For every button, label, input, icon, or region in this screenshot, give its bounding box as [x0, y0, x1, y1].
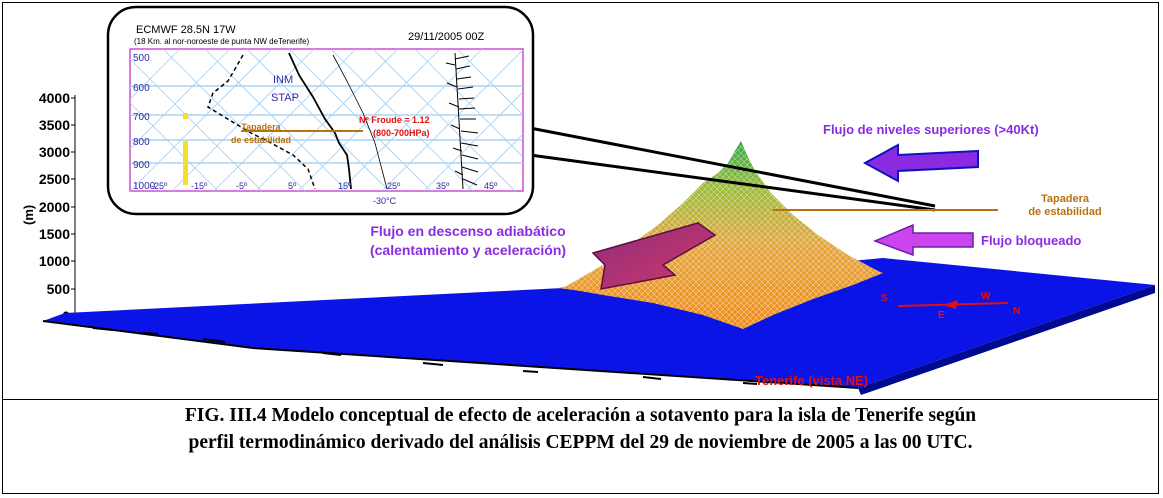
- y-tick-3500: 3500: [39, 117, 70, 133]
- upper-flow-label: Flujo de niveles superiores (>40Kt): [823, 122, 1039, 137]
- pressure-800: 800: [133, 137, 150, 148]
- stability-cap-label-2: de estabilidad: [1028, 206, 1101, 218]
- sounding-header-left: ECMWF 28.5N 17W: [136, 24, 236, 36]
- pressure-900: 900: [133, 160, 150, 171]
- sounding-header-sub: (18 Km. al nor-noroeste de punta NW deTe…: [134, 37, 310, 46]
- compass-n: N: [1013, 306, 1020, 317]
- sounding-org-2: STAP: [271, 92, 299, 104]
- temp-tick-45: 45º: [484, 181, 498, 191]
- upper-flow-arrow: [862, 143, 979, 183]
- temp-tick-15: 15º: [338, 181, 352, 191]
- temp-tick-m5: -5º: [236, 181, 248, 191]
- temp-tick-m25: -25º: [151, 181, 168, 191]
- caption-line-2: perfil termodinámico derivado del anális…: [188, 432, 973, 453]
- blocked-flow-arrow: [872, 223, 974, 257]
- y-tick-4000: 4000: [39, 90, 70, 106]
- sounding-inset: ECMWF 28.5N 17W (18 Km. al nor-noroeste …: [106, 5, 535, 216]
- compass-rose: S W E N: [881, 291, 1020, 321]
- caption-box: FIG. III.4 Modelo conceptual de efecto d…: [2, 399, 1159, 494]
- temp-tick-5: 5º: [288, 181, 297, 191]
- compass-w: W: [981, 291, 991, 302]
- sounding-header-date: 29/11/2005 00Z: [408, 31, 485, 43]
- pressure-1000: 1000: [133, 181, 156, 192]
- y-tick-3000: 3000: [39, 144, 70, 160]
- froude-number: Nº Froude = 1.12: [359, 115, 430, 125]
- sounding-org-1: INM: [273, 74, 293, 86]
- pressure-700: 700: [133, 112, 150, 123]
- froude-layer: (800-700HPa): [373, 128, 430, 138]
- descending-flow-arrow: [591, 222, 717, 290]
- pressure-500: 500: [133, 53, 150, 64]
- temp-note: -30°C: [373, 196, 397, 206]
- y-tick-1000: 1000: [39, 253, 70, 269]
- caption-line-1: FIG. III.4 Modelo conceptual de efecto d…: [184, 405, 977, 426]
- y-axis: 4000 3500 3000 2500 2000 1500 1000 500 0…: [21, 90, 76, 324]
- compass-s: S: [881, 293, 888, 304]
- figure-caption: FIG. III.4 Modelo conceptual de efecto d…: [2, 402, 1159, 456]
- sea-plane: [42, 258, 1155, 395]
- descent-label-2: (calentamiento y aceleración): [370, 242, 566, 258]
- island-name-label: Tenerife (vista NE): [755, 373, 868, 388]
- temp-tick-25: 25º: [387, 181, 401, 191]
- blocked-flow-label: Flujo bloqueado: [981, 233, 1081, 248]
- sounding-connector-lines: [529, 126, 936, 212]
- stability-cap-label-1: Tapadera: [1041, 193, 1090, 205]
- temp-tick-m15: -15º: [191, 181, 208, 191]
- descent-label-1: Flujo en descenso adiabático: [370, 223, 565, 239]
- sounding-tapadera-2: de estabilidad: [231, 135, 291, 145]
- sounding-tapadera-1: Tapadera: [241, 122, 281, 132]
- pressure-600: 600: [133, 83, 150, 94]
- y-tick-500: 500: [47, 281, 71, 297]
- compass-e: E: [938, 310, 945, 321]
- figure-illustration: 4000 3500 3000 2500 2000 1500 1000 500 0…: [21, 5, 1155, 395]
- temp-tick-35: 35º: [436, 181, 450, 191]
- y-tick-2500: 2500: [39, 171, 70, 187]
- y-axis-unit: (m): [21, 205, 36, 225]
- y-tick-2000: 2000: [39, 199, 70, 215]
- y-tick-1500: 1500: [39, 226, 70, 242]
